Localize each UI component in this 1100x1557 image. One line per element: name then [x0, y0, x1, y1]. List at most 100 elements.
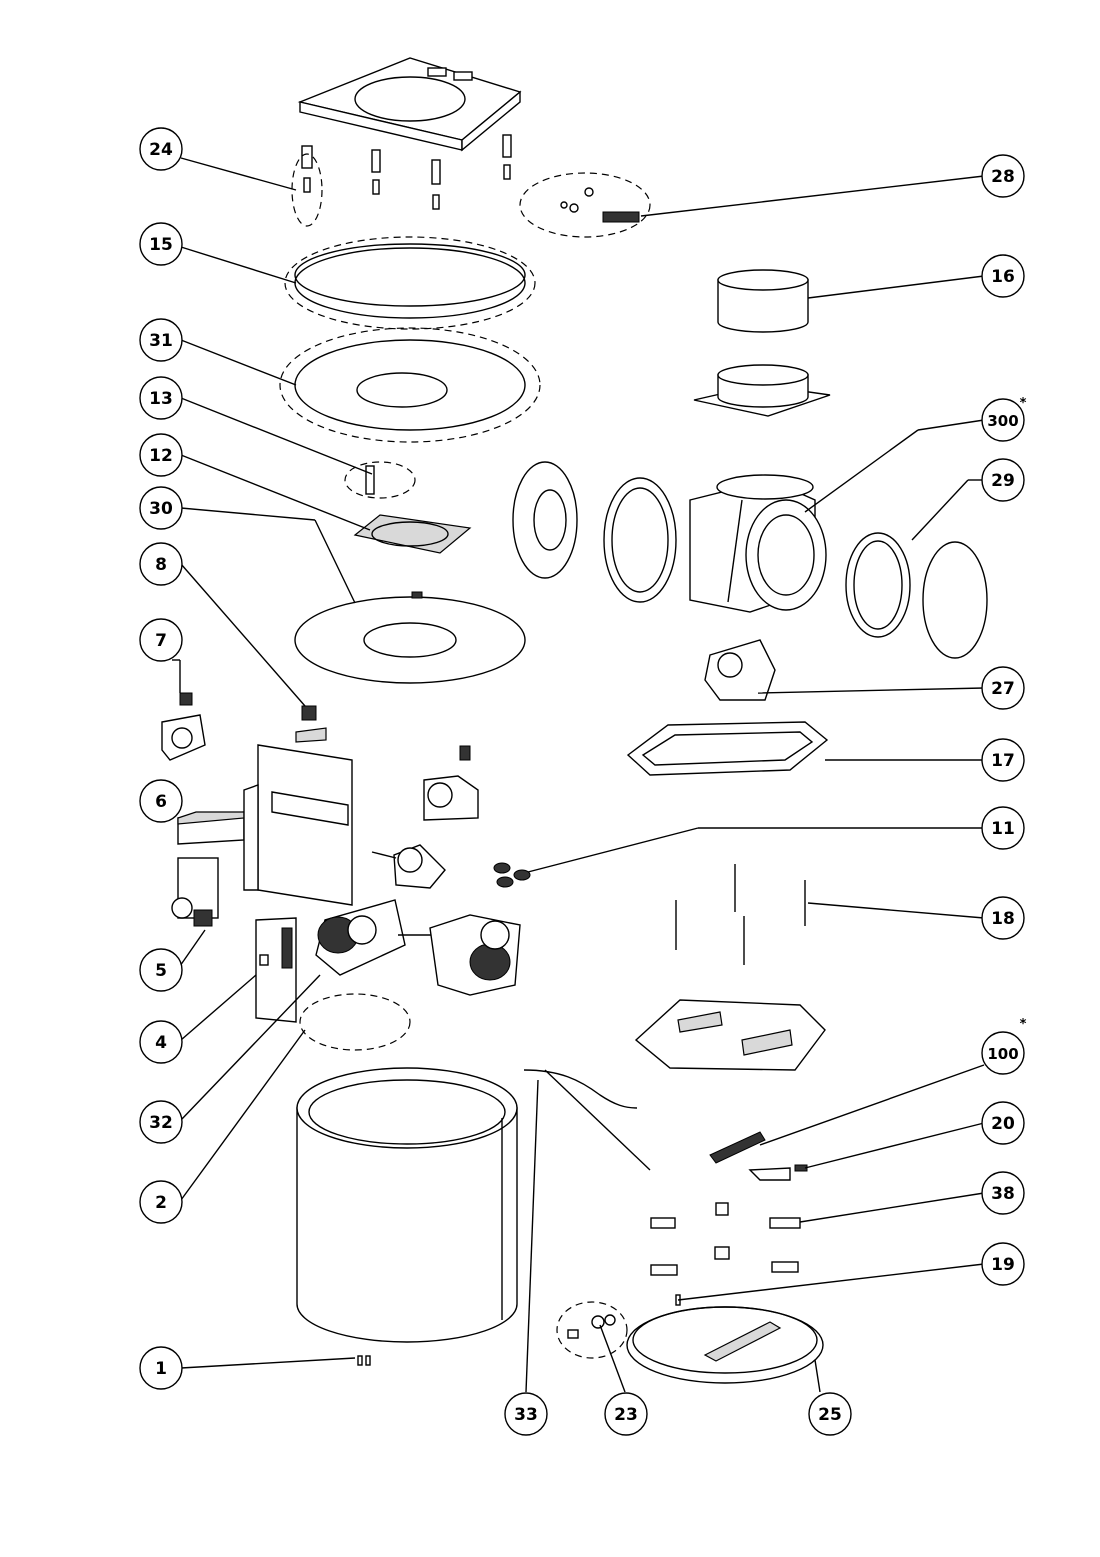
callout-label: 24 [149, 140, 173, 160]
callout-17: 17 [981, 738, 1025, 782]
bottom-grille-plate [634, 999, 826, 1071]
cylinder-body [296, 1067, 518, 1343]
callout-label: 6 [155, 792, 167, 812]
callout-label: 300 [987, 412, 1018, 430]
callout-18: 18 [981, 896, 1025, 940]
callout-label: 30 [149, 499, 173, 519]
callout-2: 2 [139, 1180, 183, 1224]
callout-label: 100 [987, 1045, 1018, 1063]
callout-38: 38 [981, 1171, 1025, 1215]
top-mounting-plate [297, 57, 522, 152]
spacer-pin [365, 465, 375, 495]
outlet-flange [693, 364, 831, 417]
callout-8: 8 [139, 542, 183, 586]
callout-28: 28 [981, 154, 1025, 198]
spacer-bolts [301, 134, 512, 210]
terminal-and-screws [560, 187, 640, 223]
callout-24: 24 [139, 127, 183, 171]
callout-label: 8 [155, 555, 167, 575]
callout-label: 2 [155, 1193, 167, 1213]
callout-label: 4 [155, 1033, 167, 1053]
ring-band [294, 243, 526, 319]
light-holder-outline [556, 1301, 628, 1359]
callout-label: 29 [991, 471, 1015, 491]
motor-assembly [315, 899, 521, 996]
callout-30: 30 [139, 486, 183, 530]
callout-label: 33 [514, 1405, 538, 1425]
callout-label: 16 [991, 267, 1015, 287]
callout-19: 19 [981, 1242, 1025, 1286]
callout-label: 13 [149, 389, 173, 409]
callout-25: 25 [808, 1392, 852, 1436]
callout-13: 13 [139, 376, 183, 420]
ring-group-outline [284, 236, 536, 330]
callout-label: 7 [155, 631, 167, 651]
asterisk-mark: * [1020, 396, 1027, 411]
callout-label: 23 [614, 1405, 638, 1425]
callout-4: 4 [139, 1020, 183, 1064]
blower-unit [512, 461, 827, 613]
wire-33 [523, 1069, 638, 1109]
cover-6 [177, 811, 245, 845]
callout-label: 1 [155, 1359, 167, 1379]
callout-label: 19 [991, 1255, 1015, 1275]
callout-11: 11 [981, 806, 1025, 850]
callout-15: 15 [139, 222, 183, 266]
board-5 [171, 857, 219, 927]
rubber-feet [493, 862, 531, 888]
spacer-group-outline [291, 153, 323, 227]
filter-frame [626, 721, 829, 776]
clip-8 [301, 705, 317, 721]
pulley-bracket [371, 844, 446, 889]
hardware-group-outline [519, 172, 651, 238]
callout-label: 31 [149, 331, 173, 351]
motor-27 [704, 639, 776, 701]
base-hardware-outline [299, 993, 411, 1051]
screws-1 [357, 1355, 371, 1366]
callout-label: 20 [991, 1114, 1015, 1134]
callout-label: 11 [991, 819, 1015, 839]
side-ring-29 [845, 532, 988, 659]
callout-32: 32 [139, 1100, 183, 1144]
callout-33: 33 [504, 1392, 548, 1436]
callout-label: 28 [991, 167, 1015, 187]
asterisk-mark: * [1020, 1017, 1027, 1032]
flange-group-outline [279, 327, 541, 443]
main-chassis [243, 727, 353, 906]
flange-plate [294, 339, 526, 431]
callout-5: 5 [139, 948, 183, 992]
callout-300: 300 * [981, 396, 1027, 442]
bracket-7 [161, 692, 206, 761]
part-100 [709, 1131, 766, 1164]
grille-plate [353, 514, 472, 554]
spacer-13-outline [344, 461, 416, 499]
collar-16 [717, 269, 809, 333]
leader-lines [172, 157, 985, 1393]
callout-23: 23 [604, 1392, 648, 1436]
part-20-plate [748, 1167, 791, 1181]
bottom-tray [626, 1306, 824, 1384]
callout-7: 7 [139, 618, 183, 662]
callout-12: 12 [139, 433, 183, 477]
callout-6: 6 [139, 779, 183, 823]
callout-label: 38 [991, 1184, 1015, 1204]
callout-27: 27 [981, 666, 1025, 710]
callout-20: 20 [981, 1101, 1025, 1145]
callout-label: 12 [149, 446, 173, 466]
light-holder [567, 1314, 616, 1339]
callout-29: 29 [981, 458, 1025, 502]
motor-bracket-upper [423, 745, 479, 821]
callout-16: 16 [981, 254, 1025, 298]
callout-31: 31 [139, 318, 183, 362]
callout-label: 27 [991, 679, 1015, 699]
clips-38 [650, 1202, 801, 1276]
callout-100: 100 * [981, 1017, 1027, 1075]
board-4 [255, 917, 297, 1023]
callout-label: 18 [991, 909, 1015, 929]
callout-label: 32 [149, 1113, 173, 1133]
callout-label: 5 [155, 961, 167, 981]
gasket-disc [294, 591, 526, 684]
callout-label: 17 [991, 751, 1015, 771]
callout-label: 25 [818, 1405, 842, 1425]
